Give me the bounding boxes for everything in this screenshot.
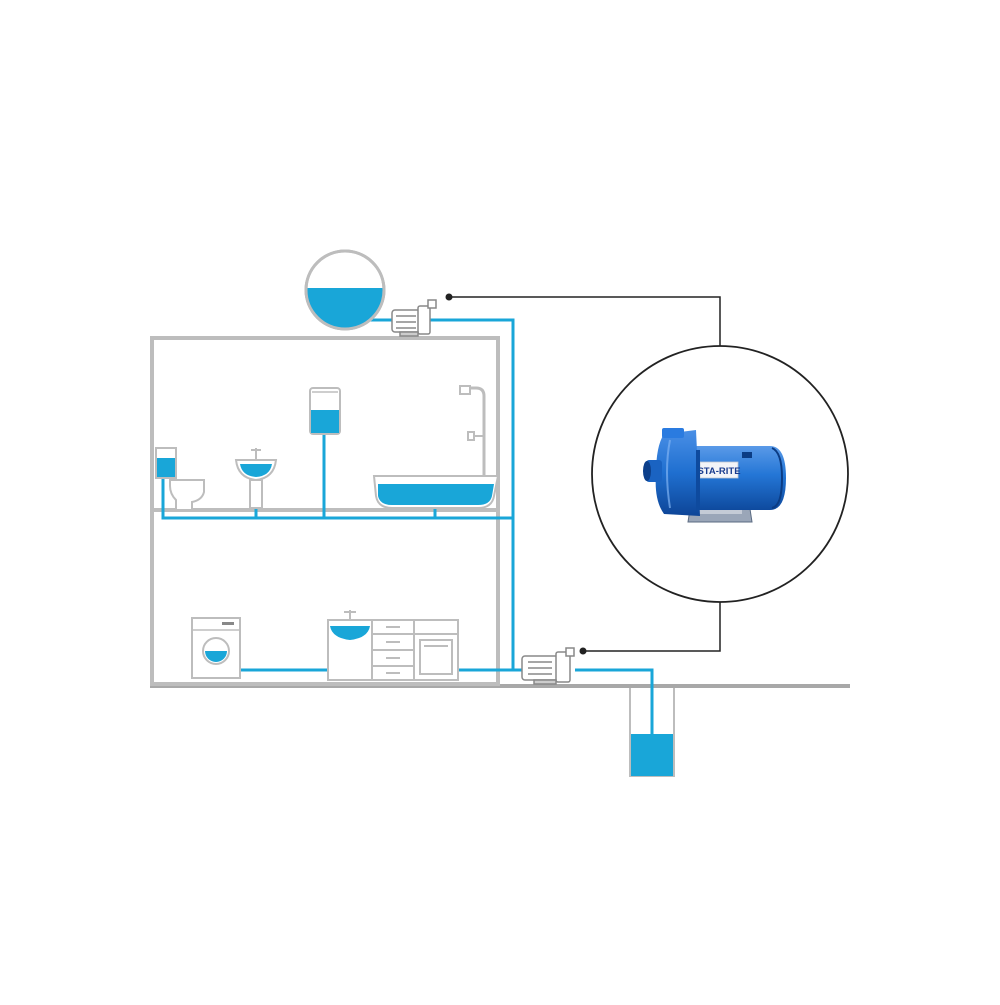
- well-icon: [629, 688, 675, 777]
- callout-dot-bottom: [579, 647, 587, 655]
- kitchen-sink-icon: [327, 610, 373, 681]
- shower-icon: [459, 385, 486, 476]
- pump-callout: STA-RITE: [591, 345, 849, 603]
- pressure-tank-icon: [304, 249, 386, 331]
- water-heater-icon: [309, 387, 341, 435]
- tank-pump-icon: [391, 299, 437, 337]
- washing-machine-icon: [191, 617, 241, 679]
- toilet-icon: [155, 447, 205, 511]
- pump-brand-label: STA-RITE: [697, 466, 740, 477]
- jet-pump-icon: [521, 647, 575, 685]
- oven-icon: [413, 619, 459, 681]
- callout-dot-top: [445, 293, 453, 301]
- sta-rite-pump-icon: STA-RITE: [643, 428, 786, 523]
- kitchen-cabinet-icon: [371, 619, 415, 681]
- bathroom-sink-icon: [234, 448, 278, 509]
- callout-lines: [449, 296, 721, 652]
- bathtub-icon: [372, 475, 500, 509]
